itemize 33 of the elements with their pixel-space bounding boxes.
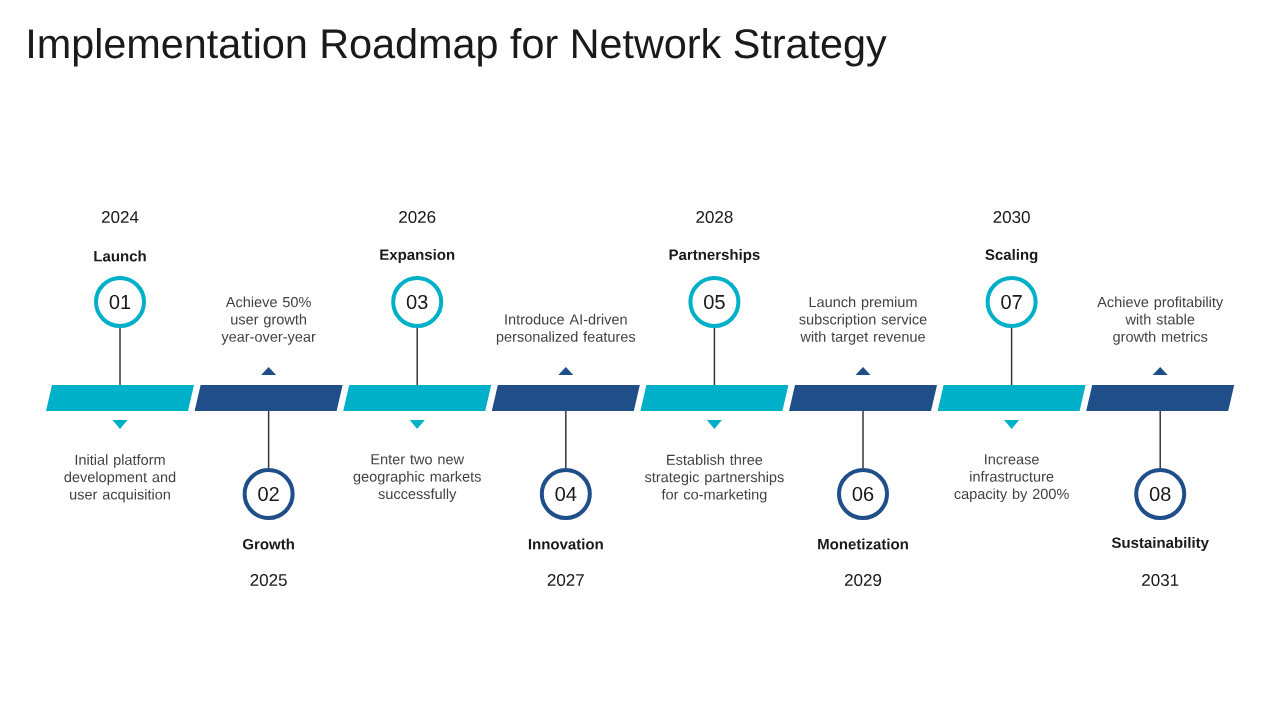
- milestone-title: Scaling: [985, 248, 1038, 263]
- description-text: Increase infrastructure capacity by 200%: [954, 454, 1069, 502]
- milestone-title: Growth: [242, 538, 294, 550]
- milestone-title: Launch: [94, 250, 146, 262]
- connector-line: [267, 410, 270, 469]
- milestone-title: Innovation: [528, 538, 603, 550]
- connector-line: [862, 410, 864, 469]
- milestone-title: Expansion: [380, 249, 455, 263]
- milestone-title: Sustainability: [1111, 537, 1209, 551]
- connector-line: [565, 410, 567, 469]
- year-label: 2025: [250, 573, 287, 586]
- description-text: Enter two new geographic markets successfully: [353, 454, 481, 502]
- description-text: Initial platform development and user acquisition: [64, 454, 176, 503]
- title: Implementation Roadmap for Network Strategy: [29, 28, 887, 67]
- connector-line: [1159, 410, 1161, 469]
- connector-line: [713, 327, 716, 386]
- description-text: Achieve profitability with stable growth metrics: [1097, 296, 1224, 345]
- connector-line: [1010, 327, 1013, 386]
- description-text: Achieve 50% user growth year-over-year: [221, 296, 316, 345]
- year-label: 2031: [1142, 573, 1179, 586]
- year-label: 2028: [696, 210, 733, 223]
- connector-line: [119, 327, 121, 386]
- description-text: Introduce AI-driven personalized features: [496, 313, 636, 345]
- year-label: 2024: [101, 210, 139, 223]
- year-label: 2030: [993, 210, 1030, 223]
- milestone-title: Monetization: [818, 538, 908, 550]
- year-label: 2029: [844, 573, 882, 586]
- connector-line: [416, 327, 418, 386]
- milestone-title: Partnerships: [669, 249, 760, 263]
- year-label: 2026: [399, 210, 436, 223]
- year-label: 2027: [547, 573, 584, 586]
- description-text: Launch premium subscription service with target revenue: [799, 296, 927, 345]
- description-text: Establish three strategic partnerships for co-marketing: [644, 454, 784, 503]
